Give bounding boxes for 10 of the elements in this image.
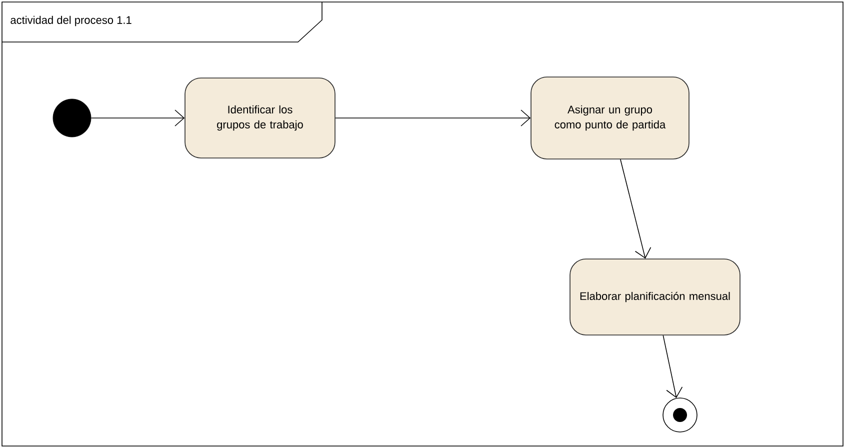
arrow	[90, 110, 185, 126]
arrow	[620, 159, 652, 259]
arrow	[662, 335, 683, 398]
action-box: Identificar los grupos de trabajo	[184, 78, 336, 158]
action-box: Elaborar planificación mensual	[570, 258, 740, 336]
start-node	[52, 98, 92, 138]
end-node	[662, 398, 698, 432]
action-box: Asignar un grupo como punto de partida	[530, 76, 690, 160]
frame-title-tab: actividad del proceso 1.1	[2, 2, 322, 42]
arrow	[335, 110, 531, 126]
